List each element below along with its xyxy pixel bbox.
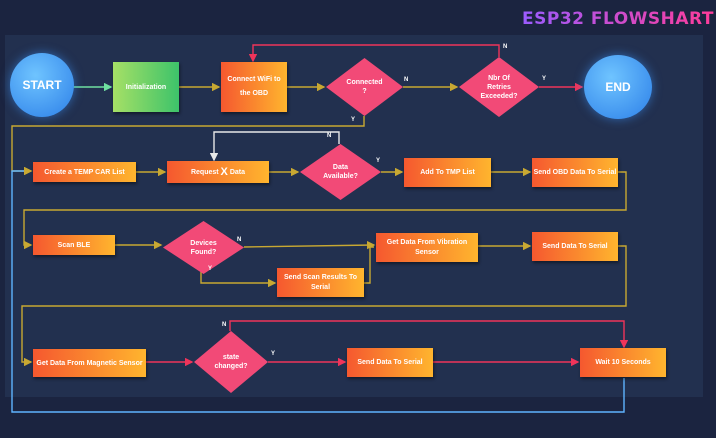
retries-no-label: N — [503, 44, 508, 50]
init-label: Initialization — [125, 83, 167, 91]
edge-state-no — [229, 320, 629, 349]
connect-label-line2: the OBD — [240, 90, 268, 97]
send-scan-node: Send Scan Results To Serial — [277, 268, 364, 297]
send-data-node-1: Send Data To Serial — [532, 232, 618, 261]
data-yes-label: Y — [376, 158, 381, 164]
connected-yes-label: Y — [351, 117, 356, 123]
connected-label: Connected ? — [346, 79, 383, 95]
send-data-label-1: Send Data To Serial — [542, 243, 608, 250]
scan-ble-node: Scan BLE — [33, 235, 115, 255]
send-data-node-2: Send Data To Serial — [347, 348, 433, 377]
send-obd-node: Send OBD Data To Serial — [532, 158, 618, 187]
wait-label: Wait 10 Seconds — [595, 359, 651, 366]
edge-senddata-magnetic — [21, 245, 627, 367]
request-data-node: Request X Data — [167, 161, 269, 183]
data-no-label: N — [327, 133, 332, 139]
diagram-title: ESP32 FLOWSHART — [522, 9, 714, 29]
state-yes-label: Y — [271, 351, 276, 357]
connect-label-line1: Connect WiFi to — [227, 76, 281, 83]
devices-yes-label: Y — [208, 266, 213, 272]
data-available-label: Data Available? — [323, 164, 358, 180]
devices-found-decision: Devices Found? — [163, 221, 244, 274]
start-node: START — [10, 53, 74, 117]
connect-wifi-node: Connect WiFi to the OBD — [221, 62, 287, 112]
retries-label: Nbr Of Retries Exceeded? — [480, 74, 518, 100]
wait-node: Wait 10 Seconds — [580, 348, 666, 377]
edge-devices-yes — [200, 272, 277, 288]
edge-wait-loop — [11, 166, 625, 413]
edge-devices-no — [243, 240, 376, 250]
end-node: END — [584, 55, 652, 119]
vibration-label-line1: Get Data From Vibration — [386, 238, 468, 246]
edge-sendobd-scan — [23, 171, 627, 250]
connected-decision: Connected ? — [326, 58, 403, 116]
start-label: START — [22, 77, 62, 92]
retries-yes-label: Y — [542, 76, 547, 82]
state-changed-label: state changed? — [214, 354, 248, 370]
vibration-node: Get Data From Vibration Sensor — [376, 233, 478, 262]
devices-no-label: N — [237, 237, 242, 243]
add-list-label: Add To TMP List — [420, 169, 475, 176]
end-label: END — [605, 79, 631, 94]
devices-found-label: Devices Found? — [190, 239, 217, 256]
add-list-node: Add To TMP List — [404, 158, 491, 187]
vibration-label-line2: Sensor — [415, 248, 439, 256]
request-label-pre: Request — [190, 168, 219, 176]
magnetic-label: Get Data From Magnetic Sensor — [36, 359, 143, 367]
send-obd-label: Send OBD Data To Serial — [533, 169, 617, 176]
request-label-x: X — [220, 165, 228, 178]
request-label-post: Data — [229, 168, 246, 176]
state-changed-decision: state changed? — [194, 331, 268, 393]
edge-data-no — [209, 131, 340, 162]
create-list-node: Create a TEMP CAR List — [33, 162, 136, 182]
edge-retries-retry — [248, 44, 500, 63]
magnetic-node: Get Data From Magnetic Sensor — [33, 349, 146, 377]
state-no-label: N — [222, 322, 227, 328]
connected-no-label: N — [404, 77, 409, 83]
create-list-label: Create a TEMP CAR List — [44, 168, 125, 176]
scan-ble-label: Scan BLE — [57, 241, 91, 249]
retries-decision: Nbr Of Retries Exceeded? — [459, 57, 539, 117]
data-available-decision: Data Available? — [300, 144, 381, 200]
send-data-label-2: Send Data To Serial — [357, 359, 423, 366]
send-scan-label-line2: Serial — [310, 283, 331, 291]
init-node: Initialization — [113, 62, 179, 112]
send-scan-label-line1: Send Scan Results To — [284, 273, 357, 281]
edge-sendscan-vibration — [364, 246, 374, 284]
